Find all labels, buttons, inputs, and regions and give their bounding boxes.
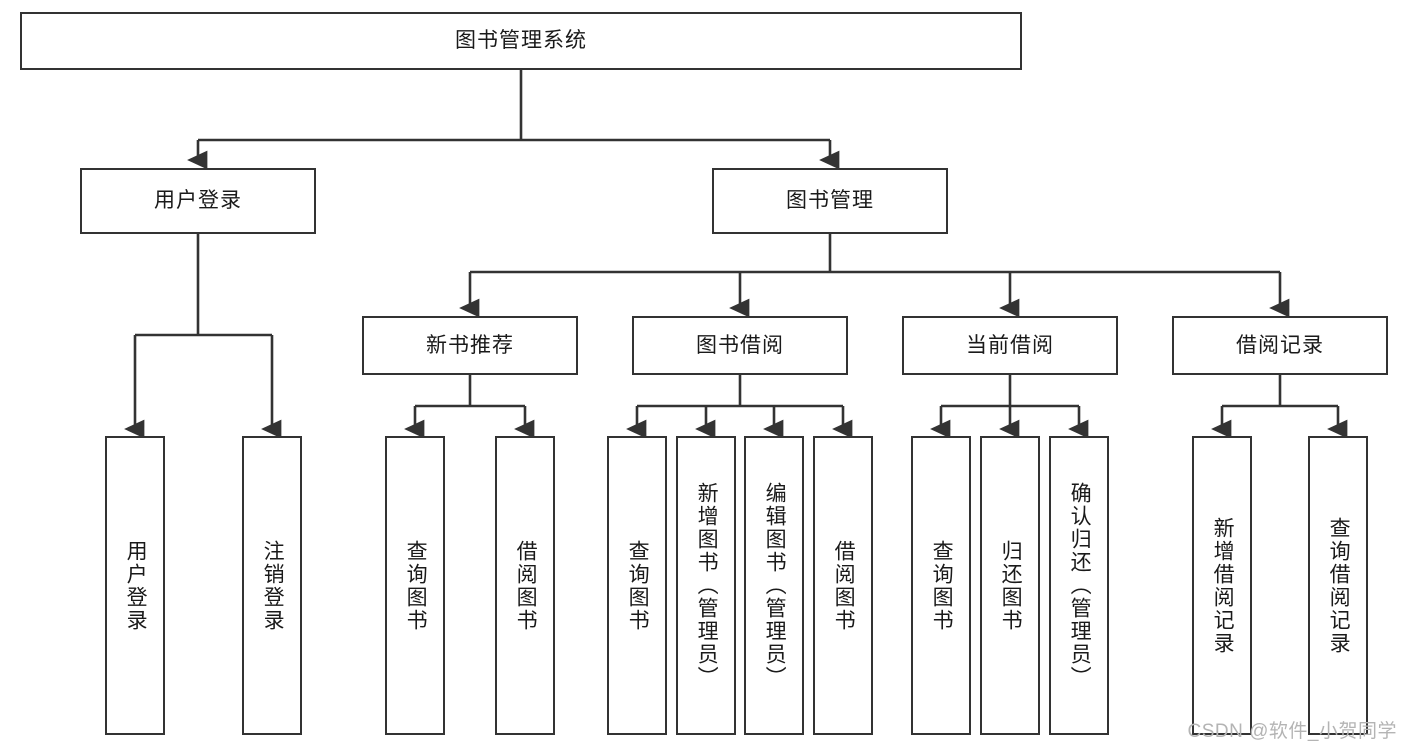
leaf-confirm-return-label: 确认归还（管理员） bbox=[1068, 482, 1092, 689]
leaf-borrow-book-1[interactable]: 借阅图书 bbox=[495, 436, 555, 735]
leaf-return-book[interactable]: 归还图书 bbox=[980, 436, 1040, 735]
leaf-query-book-1-label: 查询图书 bbox=[404, 539, 428, 632]
leaf-query-book-3-label: 查询图书 bbox=[930, 539, 954, 632]
leaf-user-logout[interactable]: 注销登录 bbox=[242, 436, 302, 735]
leaf-borrow-book-2[interactable]: 借阅图书 bbox=[813, 436, 873, 735]
node-user-login[interactable]: 用户登录 bbox=[80, 168, 316, 234]
node-new-book-recommend[interactable]: 新书推荐 bbox=[362, 316, 578, 375]
node-user-login-label: 用户登录 bbox=[154, 189, 242, 213]
leaf-add-book-label: 新增图书（管理员） bbox=[695, 482, 719, 689]
node-book-management-label: 图书管理 bbox=[786, 189, 874, 213]
leaf-query-record-label: 查询借阅记录 bbox=[1327, 516, 1351, 655]
node-borrow-record[interactable]: 借阅记录 bbox=[1172, 316, 1388, 375]
leaf-borrow-book-1-label: 借阅图书 bbox=[514, 539, 538, 632]
leaf-query-book-1[interactable]: 查询图书 bbox=[385, 436, 445, 735]
leaf-query-record[interactable]: 查询借阅记录 bbox=[1308, 436, 1368, 735]
leaf-add-record-label: 新增借阅记录 bbox=[1211, 516, 1235, 655]
leaf-edit-book[interactable]: 编辑图书（管理员） bbox=[744, 436, 804, 735]
leaf-add-record[interactable]: 新增借阅记录 bbox=[1192, 436, 1252, 735]
node-borrow-record-label: 借阅记录 bbox=[1236, 333, 1324, 357]
leaf-borrow-book-2-label: 借阅图书 bbox=[832, 539, 856, 632]
leaf-confirm-return[interactable]: 确认归还（管理员） bbox=[1049, 436, 1109, 735]
leaf-user-login[interactable]: 用户登录 bbox=[105, 436, 165, 735]
leaf-query-book-2-label: 查询图书 bbox=[626, 539, 650, 632]
leaf-query-book-2[interactable]: 查询图书 bbox=[607, 436, 667, 735]
node-book-management[interactable]: 图书管理 bbox=[712, 168, 948, 234]
node-book-borrow-label: 图书借阅 bbox=[696, 333, 784, 357]
watermark: CSDN @软件_小贺同学 bbox=[1187, 721, 1397, 742]
node-root-label: 图书管理系统 bbox=[455, 29, 587, 53]
leaf-user-login-label: 用户登录 bbox=[124, 539, 148, 632]
node-current-borrow-label: 当前借阅 bbox=[966, 333, 1054, 357]
leaf-add-book[interactable]: 新增图书（管理员） bbox=[676, 436, 736, 735]
leaf-return-book-label: 归还图书 bbox=[999, 539, 1023, 632]
node-new-book-recommend-label: 新书推荐 bbox=[426, 333, 514, 357]
leaf-edit-book-label: 编辑图书（管理员） bbox=[763, 482, 787, 689]
leaf-user-logout-label: 注销登录 bbox=[261, 539, 285, 632]
leaf-query-book-3[interactable]: 查询图书 bbox=[911, 436, 971, 735]
node-current-borrow[interactable]: 当前借阅 bbox=[902, 316, 1118, 375]
node-root[interactable]: 图书管理系统 bbox=[20, 12, 1022, 70]
node-book-borrow[interactable]: 图书借阅 bbox=[632, 316, 848, 375]
